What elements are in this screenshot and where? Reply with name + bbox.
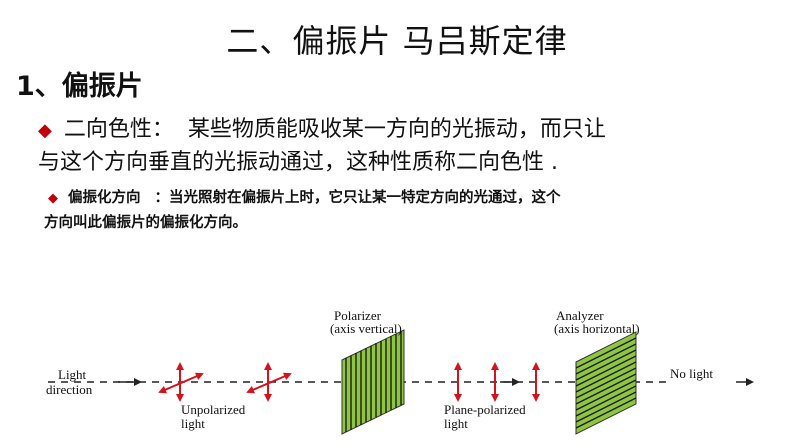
plane-polarized-label: light <box>444 416 468 431</box>
light-direction-label: direction <box>46 382 93 397</box>
polarization-line-1-text: ：当光照射在偏振片上时，它只让某一特定方向的光通过，这个 <box>154 190 561 206</box>
unpolarized-label: light <box>181 416 205 431</box>
dichroism-paragraph: ◆ 二向色性： 某些物质能吸收某一方向的光振动，而只让 与这个方向垂直的光振动通过，… <box>38 114 768 179</box>
no-light-label: No light <box>670 366 713 381</box>
dichroism-term: 二向色性： <box>63 117 174 142</box>
polarization-direction-paragraph: ◆ 偏振化方向 ：当光照射在偏振片上时，它只让某一特定方向的光通过，这个 方向叫此偏… <box>44 186 774 235</box>
unpolarized-label: Unpolarized <box>181 402 246 417</box>
unpolarized-vibration-icon <box>246 362 292 402</box>
light-direction-label: Light <box>58 367 87 382</box>
plane-polarized-vibration-icon <box>454 362 540 402</box>
polarizer-filter <box>341 329 405 435</box>
analyzer-label: Analyzer <box>556 308 604 323</box>
dichroism-line-1-text: 某些物质能吸收某一方向的光振动，而只让 <box>187 117 606 142</box>
diamond-bullet-icon: ◆ <box>38 120 52 141</box>
analyzer-label: (axis horizontal) <box>554 321 640 336</box>
section-heading: 1、偏振片 <box>16 71 143 102</box>
polarizer-diagram: Light direction Unpolarized light Polari… <box>46 308 754 435</box>
polarizer-label: Polarizer <box>334 308 382 323</box>
polarizer-label: (axis vertical) <box>330 321 402 336</box>
dichroism-line-2: 与这个方向垂直的光振动通过，这种性质称二向色性 . <box>38 150 558 175</box>
dichroism-line-1: ◆ 二向色性： 某些物质能吸收某一方向的光振动，而只让 <box>38 114 768 147</box>
polarization-line-2: 方向叫此偏振片的偏振化方向。 <box>44 215 247 231</box>
analyzer-filter <box>575 331 637 435</box>
plane-polarized-label: Plane-polarized <box>444 402 526 417</box>
unpolarized-vibration-icon <box>158 362 204 402</box>
diamond-bullet-icon: ◆ <box>48 191 58 206</box>
page-title: 二、偏振片 马吕斯定律 <box>226 22 568 60</box>
polarization-line-1: ◆ 偏振化方向 ：当光照射在偏振片上时，它只让某一特定方向的光通过，这个 <box>44 186 774 211</box>
polarization-term: 偏振化方向 <box>68 190 141 206</box>
